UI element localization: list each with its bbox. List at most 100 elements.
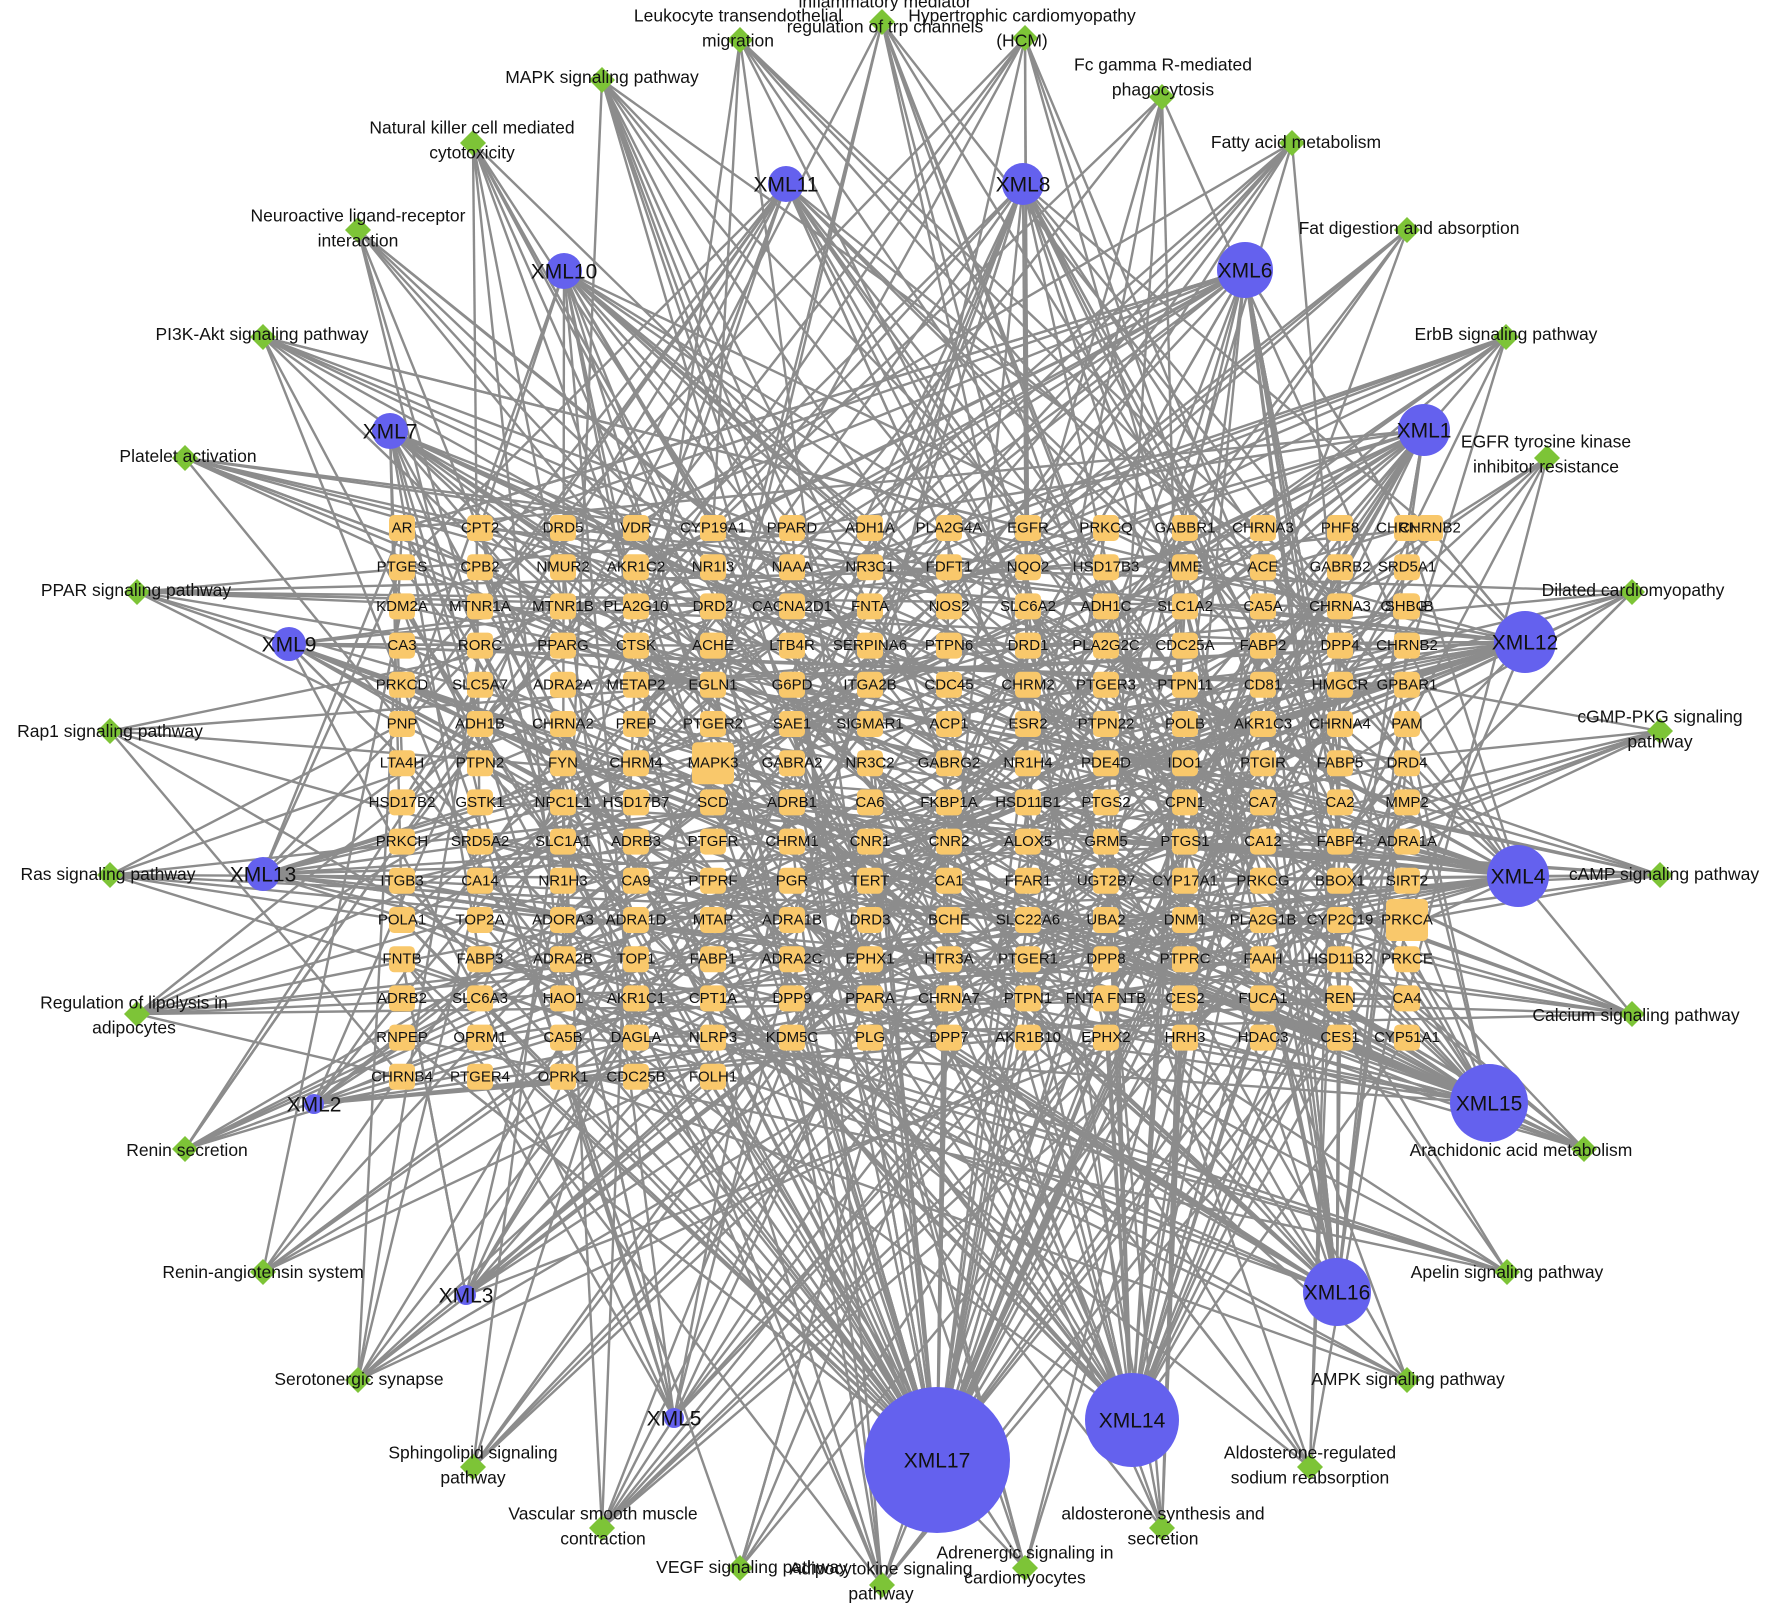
target-box <box>389 1024 415 1051</box>
pathway-label: (HCM) <box>996 31 1048 51</box>
target-label: FABP3 <box>457 951 504 968</box>
target-node-nr3c2: NR3C2 <box>845 750 895 777</box>
target-label: NR1H3 <box>538 872 587 889</box>
target-box <box>1394 671 1420 698</box>
target-label: ADRA2A <box>533 676 593 693</box>
target-label: ITGB3 <box>380 872 423 889</box>
edge <box>791 801 1633 1016</box>
edge <box>109 526 1107 877</box>
edge <box>712 335 1507 608</box>
target-label: PREP <box>616 716 657 733</box>
compound-circle <box>1085 1373 1179 1467</box>
target-box <box>700 1024 726 1051</box>
target-label: PDE4D <box>1081 755 1131 772</box>
target-label: NR3C1 <box>845 559 894 576</box>
pathway-label: Leukocyte transendothelial <box>634 6 842 26</box>
target-node-pla2g1b: PLA2G1B <box>1230 907 1296 933</box>
target-box <box>936 593 962 620</box>
target-label: CHRM1 <box>765 833 818 850</box>
target-label: EPHX2 <box>1081 1029 1130 1046</box>
edge <box>869 566 1585 1150</box>
pathway-diamond-icon <box>727 1555 753 1581</box>
compound-circle <box>1303 1258 1371 1326</box>
edge <box>478 645 884 1586</box>
compound-circle <box>1398 404 1450 456</box>
compound-node-xml9: XML9 <box>262 627 316 661</box>
edge <box>634 21 884 999</box>
target-label: PTPN1 <box>1004 990 1052 1007</box>
compound-node-xml12: XML12 <box>1492 611 1558 673</box>
edge <box>880 21 1108 882</box>
target-label: PTGER3 <box>1076 676 1136 693</box>
target-node-adra2c: ADRA2C <box>762 946 823 973</box>
edge <box>136 590 714 608</box>
target-node-hao1: HAO1 <box>543 985 583 1012</box>
compound-label: XML16 <box>1304 1282 1371 1305</box>
compound-label: XML4 <box>1491 866 1546 889</box>
edge <box>356 229 482 646</box>
target-node-lta4h: LTA4H <box>380 750 424 777</box>
edge <box>261 566 404 875</box>
edge <box>1105 879 1490 1105</box>
edge <box>785 183 1186 569</box>
target-label: PTPN22 <box>1078 716 1135 733</box>
pathway-label: Hypertrophic cardiomyopathy <box>908 6 1136 26</box>
target-box <box>936 711 962 737</box>
pathway-label: VEGF signaling pathway <box>656 1557 848 1577</box>
pathway-diamond-icon <box>1534 445 1560 471</box>
target-label: ADORA3 <box>532 912 594 929</box>
target-box <box>1015 946 1041 973</box>
edge <box>479 142 1293 921</box>
edge <box>184 456 950 569</box>
target-label: PTGER4 <box>450 1068 510 1085</box>
target-label: CACNA2D1 <box>752 598 832 615</box>
target-box <box>700 946 726 973</box>
target-label: PTPN6 <box>925 637 973 654</box>
target-node-ephx2: EPHX2 <box>1081 1024 1131 1051</box>
target-label: SRD5A1 <box>1378 559 1436 576</box>
target-node-cyp17a1: CYP17A1 <box>1152 867 1218 894</box>
target-node-egln1: EGLN1 <box>688 671 738 698</box>
target-node-gabra2: GABRA2 <box>762 750 822 777</box>
target-label: REN <box>1324 990 1356 1007</box>
target-node-phf8: PHF8 <box>1321 515 1359 541</box>
target-label: HSD17B2 <box>369 794 436 811</box>
target-label: HSD17B3 <box>1073 559 1140 576</box>
pathway-diamond-icon <box>727 27 753 53</box>
target-label: NMUR2 <box>536 559 589 576</box>
target-box <box>1172 711 1198 737</box>
target-node-g6pd: G6PD <box>772 671 813 698</box>
target-node-ptpn2: PTPN2 <box>456 750 504 777</box>
edge <box>600 79 794 607</box>
target-label: CHRNB2 <box>1376 637 1438 654</box>
target-box <box>467 515 493 541</box>
target-label: CHRNA4 <box>1309 716 1371 733</box>
target-label: CYP2C19 <box>1307 912 1374 929</box>
edge <box>880 21 1108 607</box>
target-label: EPHX1 <box>845 951 894 968</box>
target-box <box>1417 515 1443 541</box>
edge <box>936 840 1408 1461</box>
target-node-sigmar1: SIGMAR1 <box>836 711 904 737</box>
pathway-diamond-icon <box>97 718 123 744</box>
edge <box>1021 183 1187 921</box>
target-node-fabp1: FABP1 <box>690 946 736 973</box>
target-label: PRKCE <box>1381 951 1433 968</box>
target-node-esr2: ESR2 <box>1008 711 1048 737</box>
target-box <box>389 1063 415 1090</box>
target-node-ptger1: PTGER1 <box>998 946 1058 973</box>
target-box <box>1394 867 1420 894</box>
target-label: KDM2A <box>376 598 428 615</box>
edge <box>472 801 1107 1468</box>
target-box <box>1172 1024 1198 1051</box>
target-node-ces2: CES2 <box>1165 985 1205 1012</box>
target-box <box>779 515 805 541</box>
target-label: IDO1 <box>1167 755 1202 772</box>
target-label: MMP2 <box>1385 794 1428 811</box>
target-box <box>389 750 415 777</box>
target-node-adra1a: ADRA1A <box>1377 828 1437 855</box>
target-box <box>1327 867 1353 894</box>
target-node-cd81: CD81 <box>1244 671 1282 698</box>
